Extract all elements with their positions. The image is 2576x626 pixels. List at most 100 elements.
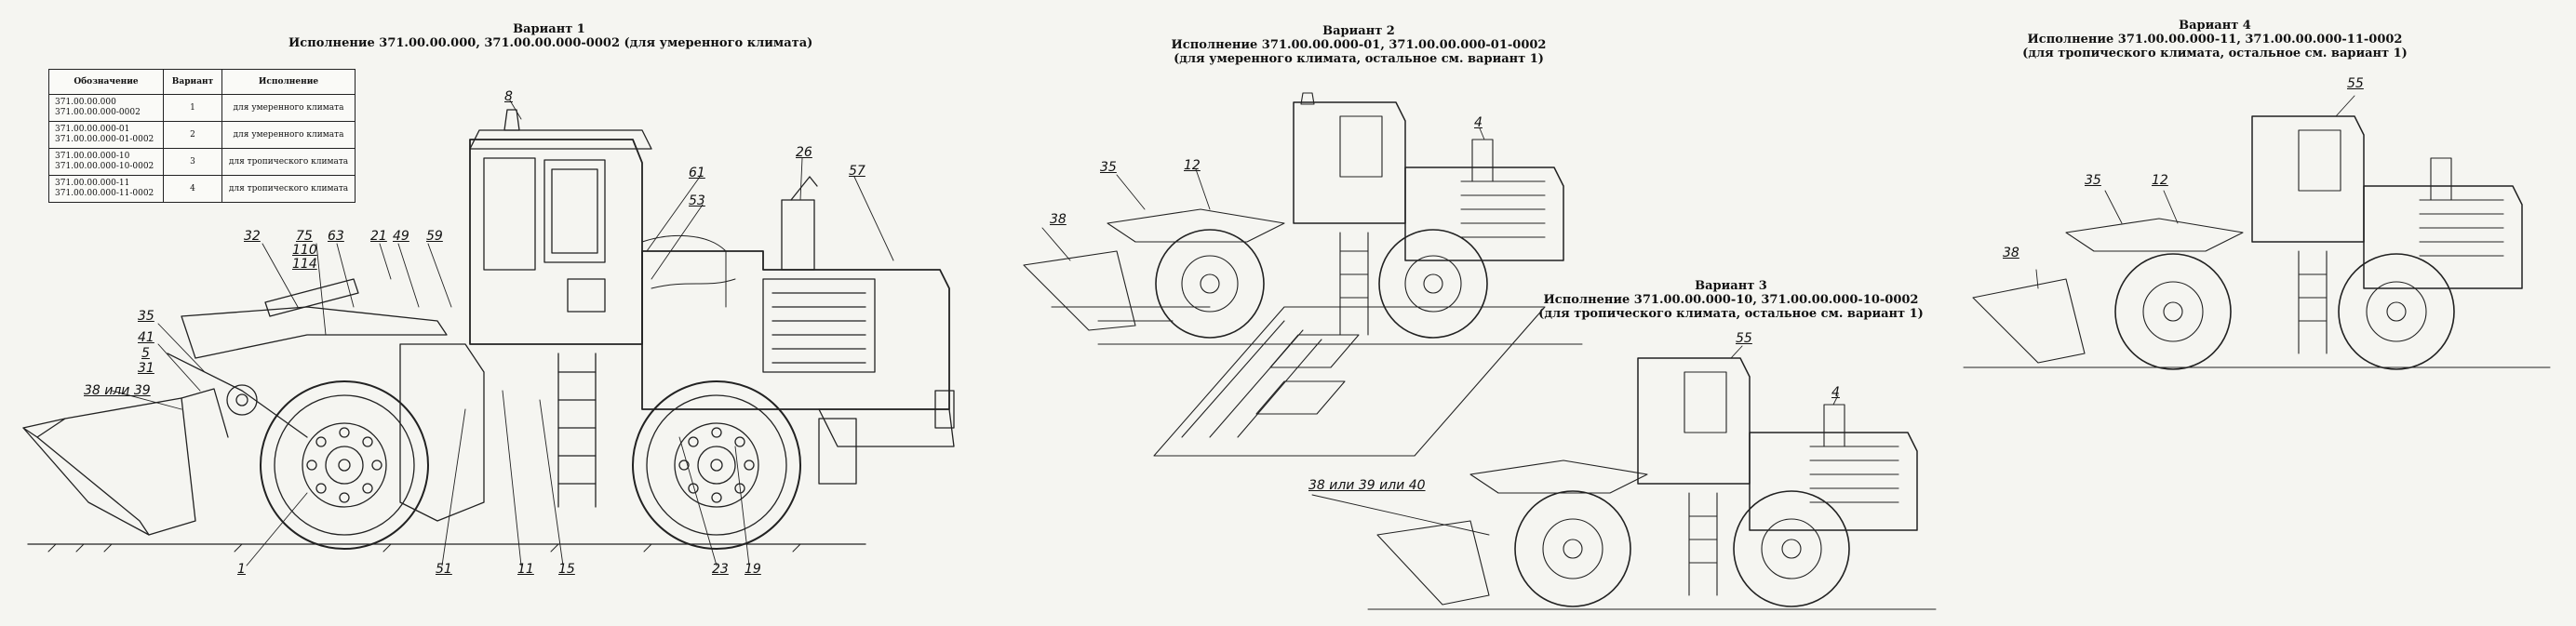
boom-arm [1469,460,1648,494]
cab [1637,357,1751,485]
code-2: 371.00.00.000-0002 [55,108,141,117]
variant-3-title: Вариант 3 Исполнение 371.00.00.000-10, 3… [1470,279,1992,321]
callout-57: 57 [849,164,865,179]
front-wheel [1155,229,1265,339]
loader-variant-1 [22,109,955,553]
execution-cell: для тропического климата [221,175,356,203]
callout-63: 63 [328,229,344,244]
cab [1293,101,1406,224]
front-wheel [1514,490,1631,607]
callout-1: 1 [237,562,246,577]
loader-variant-4 [1963,115,2551,370]
bucket [1972,278,2086,364]
rear-wheel [1733,490,1850,607]
boom-arm [1107,208,1285,243]
code-1: 371.00.00.000 [55,98,116,107]
v2-callout-35: 35 [1100,160,1117,175]
variant-2-title: Вариант 2 Исполнение 371.00.00.000-01, 3… [1098,24,1619,66]
header-designation: Обозначение [48,69,164,95]
variant-3-name: Вариант 3 [1695,279,1767,293]
bucket [1376,520,1490,606]
code-1: 371.00.00.000-10 [55,152,130,161]
callout-75: 75 [296,229,313,244]
callout-5: 5 [141,346,150,361]
code-2: 371.00.00.000-01-0002 [55,135,154,144]
engine-hood [2363,185,2523,289]
engine-hood [1749,432,1918,531]
variant-cell: 4 [163,175,222,203]
callout-114: 114 [292,257,317,272]
callout-26: 26 [796,145,812,160]
header-variant: Вариант [163,69,222,95]
loader-variant-3 [1367,357,1937,610]
beacon [503,109,520,131]
variant-1-name: Вариант 1 [513,22,585,36]
header-execution: Исполнение [221,69,356,95]
v3-callout-38-39-40: 38 или 39 или 40 [1308,478,1426,493]
v4-callout-38: 38 [2003,246,2019,260]
variant-3-note: (для тропического климата, остальное см.… [1538,307,1924,321]
callout-21: 21 [370,229,387,244]
callout-11: 11 [517,562,534,577]
code-1: 371.00.00.000-01 [55,125,130,134]
callout-41: 41 [138,330,154,345]
boom-arm [2065,218,2244,252]
rear-wheel [2338,253,2455,370]
callout-32: 32 [244,229,261,244]
variant-1-execution: Исполнение 371.00.00.000, 371.00.00.000-… [288,36,813,50]
v2-callout-4: 4 [1474,115,1483,130]
callout-19: 19 [745,562,761,577]
callout-15: 15 [558,562,575,577]
callout-8: 8 [504,89,513,104]
variant-2-note: (для умеренного климата, остальное см. в… [1174,52,1544,66]
front-frame [399,343,485,522]
variant-2-name: Вариант 2 [1322,24,1395,38]
hydraulic-cylinder [264,278,359,317]
counterweight [818,408,955,447]
bucket [22,388,229,536]
bucket [1023,250,1136,331]
variant-3-execution: Исполнение 371.00.00.000-10, 371.00.00.0… [1543,293,1919,307]
v3-callout-55: 55 [1736,331,1752,346]
callout-59: 59 [426,229,443,244]
v3-leaders [1311,345,1839,536]
tilt-link [167,353,308,438]
code-2: 371.00.00.000-10-0002 [55,162,154,171]
variants-table: Обозначение Вариант Исполнение 371.00.00… [48,69,356,203]
code-1: 371.00.00.000-11 [55,179,130,188]
cab [469,109,652,345]
callout-51: 51 [436,562,452,577]
callout-23: 23 [712,562,729,577]
variant-4-note: (для тропического климата, остальное см.… [2022,47,2408,60]
callout-53: 53 [689,193,705,208]
v4-callout-35: 35 [2085,173,2101,188]
v2-leaders [1041,127,1485,261]
boom-arm [181,306,448,359]
front-wheel [2114,253,2232,370]
variant-cell: 3 [163,148,222,176]
air-intake [781,199,815,271]
v2-callout-12: 12 [1184,158,1201,173]
engine-hood [641,176,950,410]
front-wheel [260,380,429,550]
variant-4-title: Вариант 4 Исполнение 371.00.00.000-11, 3… [1954,19,2475,60]
callout-35: 35 [138,309,154,324]
code-2: 371.00.00.000-11-0002 [55,189,154,198]
callout-49: 49 [393,229,409,244]
v2-callout-38: 38 [1050,212,1067,227]
table-header-row: Обозначение Вариант Исполнение [48,69,356,95]
rear-wheel [1378,229,1488,339]
callout-61: 61 [689,166,705,180]
variant-4-name: Вариант 4 [2179,19,2251,33]
cab [2251,115,2365,243]
callout-110: 110 [292,243,317,258]
v4-callout-55: 55 [2347,76,2364,91]
callout-31: 31 [138,361,154,376]
variant-4-execution: Исполнение 371.00.00.000-11, 371.00.00.0… [2027,33,2403,47]
rear-wheel [632,380,801,550]
callout-38-or-39: 38 или 39 [84,383,151,398]
variant-1-title: Вариант 1 Исполнение 371.00.00.000, 371.… [288,22,813,50]
